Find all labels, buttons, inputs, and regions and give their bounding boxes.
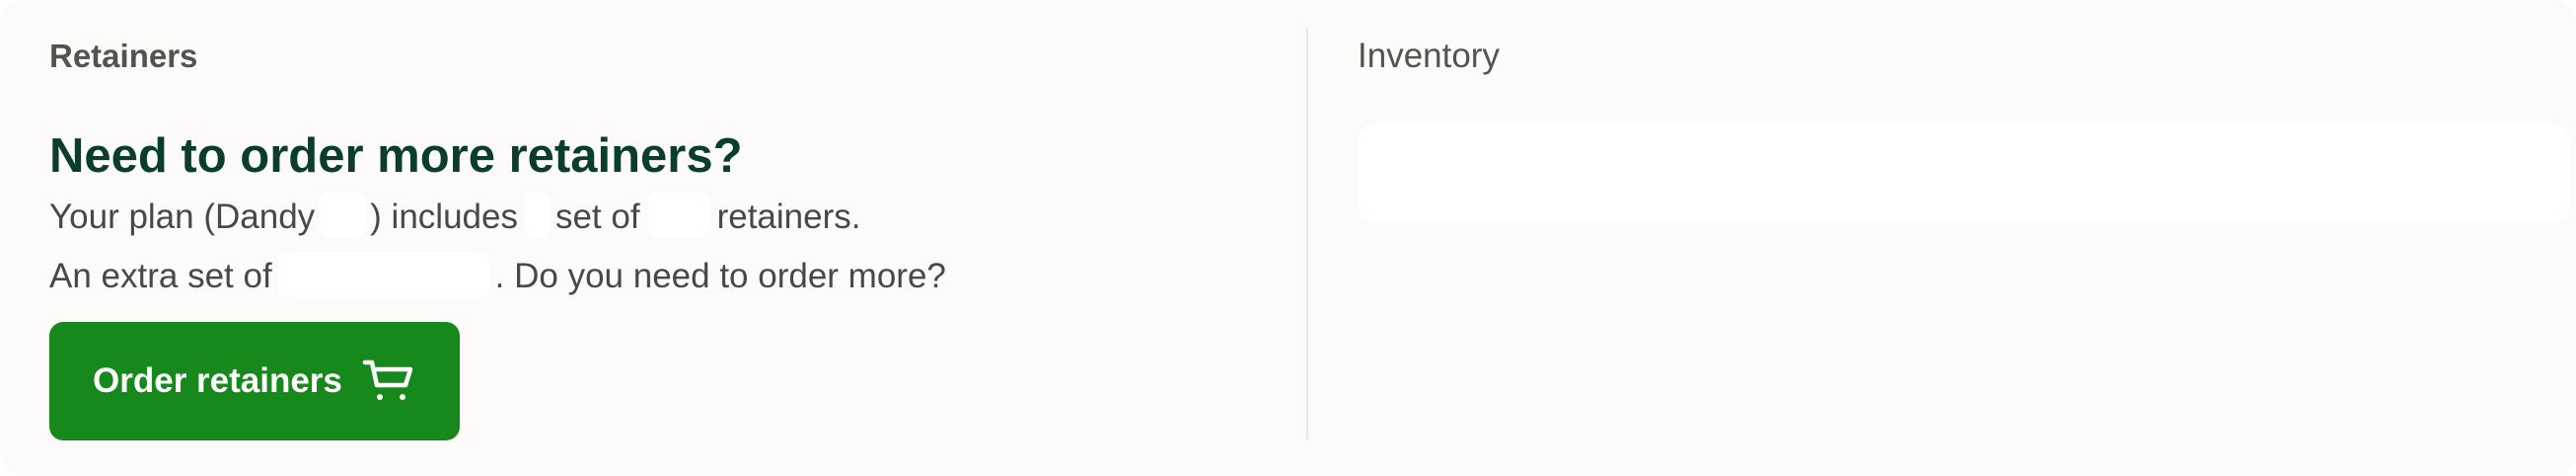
redacted-retainer-type (647, 193, 709, 238)
plan-text-part: ) includes (370, 198, 518, 236)
order-retainers-button-label: Order retainers (93, 361, 342, 400)
section-divider (1306, 28, 1308, 440)
extra-text-part: An extra set of (49, 257, 272, 295)
shopping-cart-icon (362, 358, 413, 404)
retainers-section-label: Retainers (49, 38, 198, 74)
redacted-plan-name (319, 193, 367, 238)
plan-text-part: set of (554, 198, 640, 236)
order-retainers-button[interactable]: Order retainers (49, 322, 460, 440)
plan-description: Your plan (Dandy ) includes set of retainer… (49, 188, 1233, 247)
redacted-extra-price (277, 252, 489, 297)
extra-text-part: . Do you need to order more? (494, 257, 946, 295)
inventory-panel (1358, 124, 2571, 221)
inventory-section-label: Inventory (1358, 37, 1500, 75)
redacted-set-count (523, 193, 550, 238)
retainers-section: Retainers Need to order more retainers? … (49, 30, 1233, 306)
plan-text-part: retainers. (716, 198, 861, 236)
retainers-headline: Need to order more retainers? (49, 129, 743, 183)
plan-text-part: Your plan (Dandy (49, 198, 316, 236)
extra-set-description: An extra set of . Do you need to order mo… (49, 247, 1233, 306)
inventory-section: Inventory (1358, 30, 1500, 83)
